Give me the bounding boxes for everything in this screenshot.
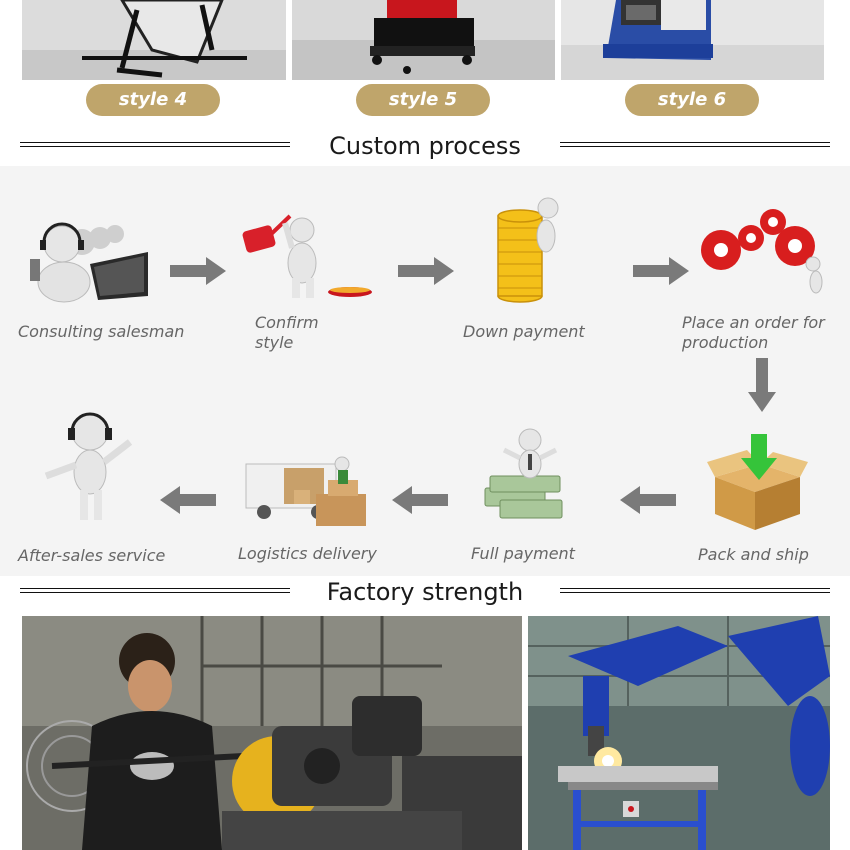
truck-icon bbox=[238, 450, 373, 530]
step-label-confirm-style: Confirm style bbox=[255, 313, 319, 352]
heading-rule-right bbox=[560, 142, 830, 147]
headset-figure-icon bbox=[38, 410, 138, 525]
style-4-photo bbox=[22, 0, 286, 80]
style-4-label[interactable]: style 4 bbox=[86, 84, 220, 116]
style-5-label[interactable]: style 5 bbox=[356, 84, 490, 116]
arrow-left-1 bbox=[620, 486, 676, 514]
style-6-label[interactable]: style 6 bbox=[625, 84, 759, 116]
coin-stack-icon bbox=[470, 196, 580, 308]
process-panel: Consulting salesman Confirm style Down p… bbox=[0, 166, 850, 576]
customer-service-icon bbox=[20, 204, 155, 304]
step-label-down-payment: Down payment bbox=[463, 322, 585, 341]
factory-rule-left bbox=[20, 588, 290, 593]
arrow-right-1 bbox=[170, 257, 226, 285]
arrow-right-2 bbox=[398, 257, 454, 285]
factory-worker-photo bbox=[22, 616, 522, 850]
step-label-full-payment: Full payment bbox=[471, 544, 575, 563]
custom-process-title: Custom process bbox=[329, 132, 521, 160]
step-label-logistics: Logistics delivery bbox=[238, 544, 377, 563]
step-label-consulting: Consulting salesman bbox=[18, 322, 185, 341]
step-label-after-sales: After-sales service bbox=[18, 546, 166, 565]
heading-rule-left bbox=[20, 142, 290, 147]
gears-icon bbox=[695, 204, 830, 299]
step-label-place-order: Place an order for production bbox=[682, 313, 825, 352]
factory-rule-right bbox=[560, 588, 830, 593]
arrow-down bbox=[748, 358, 776, 412]
hammer-figure-icon bbox=[240, 208, 375, 303]
arrow-left-3 bbox=[160, 486, 216, 514]
arrow-right-3 bbox=[633, 257, 689, 285]
style-5-photo bbox=[292, 0, 555, 80]
arrow-left-2 bbox=[392, 486, 448, 514]
step-label-pack-ship: Pack and ship bbox=[698, 545, 809, 564]
factory-strength-title: Factory strength bbox=[326, 578, 524, 606]
style-6-photo bbox=[561, 0, 824, 80]
box-icon bbox=[705, 432, 810, 532]
money-figure-icon bbox=[480, 428, 575, 528]
robot-welding-photo bbox=[528, 616, 830, 850]
